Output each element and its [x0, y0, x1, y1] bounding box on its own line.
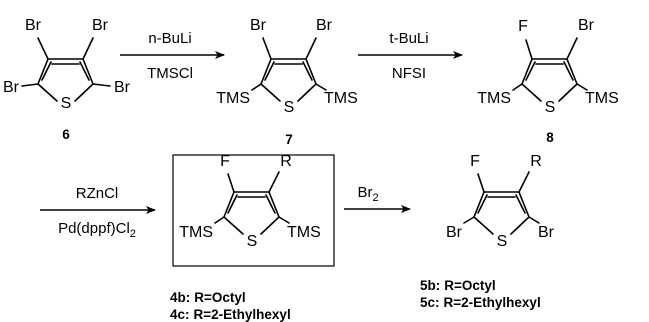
- highlight-box: [172, 154, 335, 267]
- reagent-below: TMSCl: [147, 65, 193, 82]
- reagent-above: Br2: [357, 184, 378, 204]
- reaction-step-3: RZnCl Pd(dppf)Cl2: [40, 185, 156, 240]
- compound-label-4c: 4c: R=2-Ethylhexyl: [170, 307, 291, 322]
- thiophene-ring: [260, 58, 317, 102]
- atom-f: F: [518, 18, 528, 35]
- atom-s: S: [497, 233, 508, 250]
- compound-6: Br Br Br Br S 6: [3, 17, 131, 142]
- label-separator: :: [435, 295, 440, 310]
- atom-br: Br: [92, 17, 109, 34]
- reagent-below: NFSI: [392, 65, 426, 82]
- atom-f: F: [470, 153, 480, 170]
- atom-br: Br: [316, 17, 333, 34]
- thiophene-ring: [223, 191, 280, 235]
- atom-br: Br: [25, 17, 42, 34]
- reagent-above: RZnCl: [76, 185, 119, 202]
- reaction-step-2: t-BuLi NFSI: [358, 30, 463, 82]
- thiophene-ring: [473, 191, 530, 235]
- label-separator: :: [186, 290, 191, 305]
- substituent-definition: R=Octyl: [444, 278, 495, 293]
- compound-label: 6: [62, 127, 70, 142]
- compound-7: Br Br TMS TMS S 7: [216, 17, 358, 147]
- reagent-main: Pd(dppf)Cl: [58, 220, 130, 237]
- compound-label-4b: 4b:R=Octyl: [170, 290, 246, 305]
- reagent-main: Br: [357, 184, 372, 201]
- compound-label-5b: 5b:R=Octyl: [420, 278, 496, 293]
- atom-tms: TMS: [585, 90, 619, 107]
- atom-br: Br: [250, 17, 267, 34]
- reaction-step-1: n-BuLi TMSCl: [120, 30, 225, 82]
- atom-r: R: [530, 153, 542, 170]
- substituent-definition: R=2-Ethylhexyl: [194, 307, 291, 322]
- thiophene-ring: [521, 58, 578, 102]
- compound-label: 8: [546, 130, 554, 145]
- atom-r: R: [280, 153, 292, 170]
- thiophene-ring: [37, 58, 94, 102]
- atom-s: S: [545, 99, 556, 116]
- compound-4: F R TMS TMS S 4b:R=Octyl 4c:R=2-Ethylhex…: [170, 153, 321, 322]
- atom-br: Br: [538, 224, 555, 241]
- compound-id: 5b: [420, 278, 436, 293]
- substituent-definition: R=Octyl: [194, 290, 245, 305]
- atom-br: Br: [114, 79, 131, 96]
- label-separator: :: [436, 278, 441, 293]
- atom-br: Br: [578, 17, 595, 34]
- atom-tms: TMS: [216, 90, 250, 107]
- atom-s: S: [284, 99, 295, 116]
- atom-f: F: [220, 153, 230, 170]
- reagent-subscript: 2: [130, 228, 136, 240]
- atom-br: Br: [3, 79, 20, 96]
- reagent-subscript: 2: [372, 192, 378, 204]
- compound-8: F Br TMS TMS S 8: [477, 17, 619, 145]
- reaction-step-4: Br2: [344, 184, 411, 213]
- compound-5: F R Br Br S 5b:R=Octyl 5c:R=2-Ethylhexyl: [420, 153, 555, 310]
- atom-tms: TMS: [179, 224, 213, 241]
- atom-tms: TMS: [477, 90, 511, 107]
- reagent-above: n-BuLi: [148, 30, 191, 47]
- atom-tms: TMS: [287, 224, 321, 241]
- compound-label-5c: 5c: R=2-Ethylhexyl: [420, 295, 541, 310]
- compound-id: 4b: [170, 290, 186, 305]
- compound-label: 7: [285, 132, 293, 147]
- atom-s: S: [247, 233, 258, 250]
- reagent-above: t-BuLi: [389, 30, 428, 47]
- label-separator: :: [185, 307, 190, 322]
- substituent-definition: R=2-Ethylhexyl: [444, 295, 541, 310]
- atom-s: S: [61, 95, 72, 112]
- reagent-below: Pd(dppf)Cl2: [58, 220, 136, 240]
- compound-id: 4c: [170, 307, 186, 322]
- atom-br: Br: [446, 224, 463, 241]
- compound-id: 5c: [420, 295, 436, 310]
- atom-tms: TMS: [324, 90, 358, 107]
